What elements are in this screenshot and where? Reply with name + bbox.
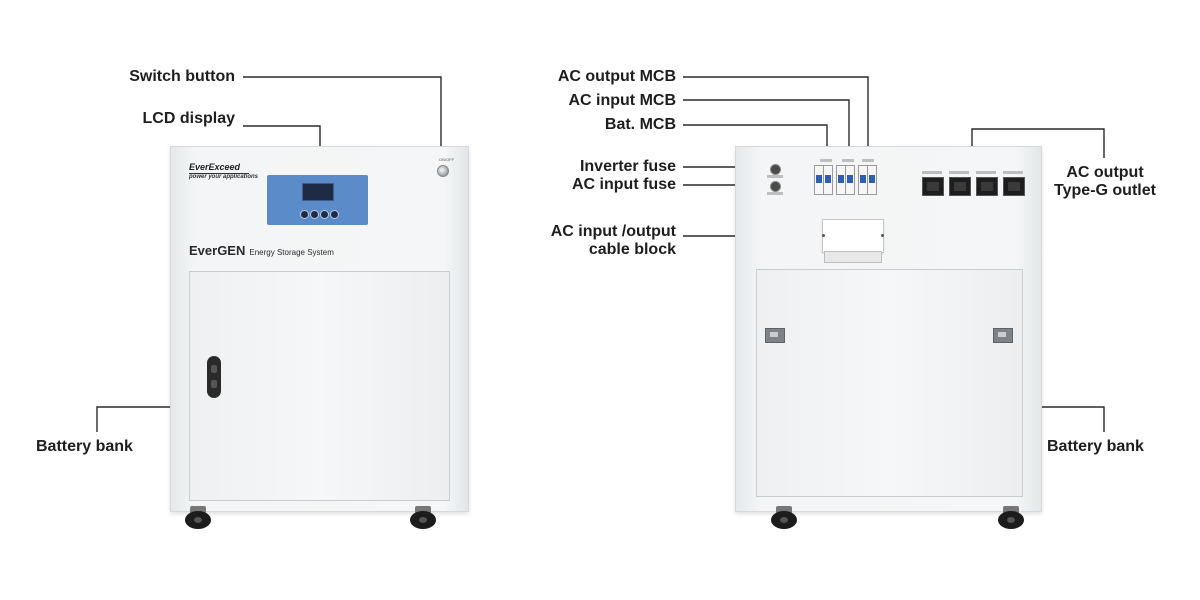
door-latch-icon[interactable] [765, 328, 785, 343]
product-subtitle: Energy Storage System [249, 248, 334, 257]
caster-wheel-icon [408, 506, 438, 530]
lcd-button-2[interactable] [310, 210, 319, 219]
type-g-socket-icon[interactable] [976, 177, 998, 196]
type-g-socket-icon[interactable] [949, 177, 971, 196]
breaker-icon[interactable] [823, 165, 833, 195]
round-knob-icon[interactable] [437, 165, 449, 177]
door-latch-icon[interactable] [993, 328, 1013, 343]
leader-ac-input-mcb [683, 99, 850, 155]
door-handle-icon[interactable] [207, 356, 221, 398]
caster-wheel-icon [996, 506, 1026, 530]
leader-battery-bank-right [1021, 406, 1105, 432]
brand-rule [189, 173, 249, 174]
label-ac-io-cable-block-line2: cable block [588, 241, 676, 258]
product-name: EverGEN [189, 243, 246, 258]
label-ac-output-typeg-line1: AC output [1066, 164, 1144, 181]
switch-marking: ON/OFF [439, 157, 455, 162]
label-ac-output-mcb: AC output MCB [557, 68, 676, 85]
label-inverter-fuse: Inverter fuse [579, 158, 676, 175]
leader-ac-output-mcb [683, 76, 869, 155]
lcd-screen [302, 183, 334, 201]
leader-battery-bank-left [96, 406, 188, 432]
label-bat-mcb: Bat. MCB [604, 116, 676, 133]
fuse-holder-icon[interactable] [770, 181, 781, 192]
caster-wheel-icon [183, 506, 213, 530]
label-ac-io-cable-block-line1: AC input /output [550, 223, 676, 240]
terminal-strip [824, 251, 882, 263]
front-battery-door [189, 271, 450, 501]
back-battery-door [756, 269, 1023, 497]
label-battery-bank-right: Battery bank [1047, 438, 1144, 455]
back-cabinet [735, 146, 1042, 512]
leader-switch-button [243, 76, 442, 150]
label-ac-output-typeg-line2: Type-G outlet [1054, 182, 1156, 199]
breaker-icon[interactable] [867, 165, 877, 195]
cable-block-cover[interactable] [822, 219, 884, 253]
brand-tagline: power your applications [189, 174, 259, 180]
breaker-icon[interactable] [845, 165, 855, 195]
label-lcd-display: LCD display [142, 110, 235, 127]
lcd-button-1[interactable] [300, 210, 309, 219]
label-ac-input-mcb: AC input MCB [568, 92, 676, 109]
leader-ac-output-typeg [971, 128, 1105, 158]
caster-wheel-icon [769, 506, 799, 530]
brand-name: EverExceed [189, 162, 241, 172]
lcd-button-3[interactable] [320, 210, 329, 219]
fuse-holder-icon[interactable] [770, 164, 781, 175]
label-battery-bank-left: Battery bank [36, 438, 133, 455]
type-g-socket-icon[interactable] [1003, 177, 1025, 196]
type-g-socket-icon[interactable] [922, 177, 944, 196]
leader-bat-mcb [683, 124, 828, 155]
label-ac-input-fuse: AC input fuse [572, 176, 676, 193]
label-switch-button: Switch button [129, 68, 235, 85]
lcd-panel [267, 175, 368, 225]
lcd-button-4[interactable] [330, 210, 339, 219]
front-cabinet: EverExceed power your applications ON/OF… [170, 146, 469, 512]
